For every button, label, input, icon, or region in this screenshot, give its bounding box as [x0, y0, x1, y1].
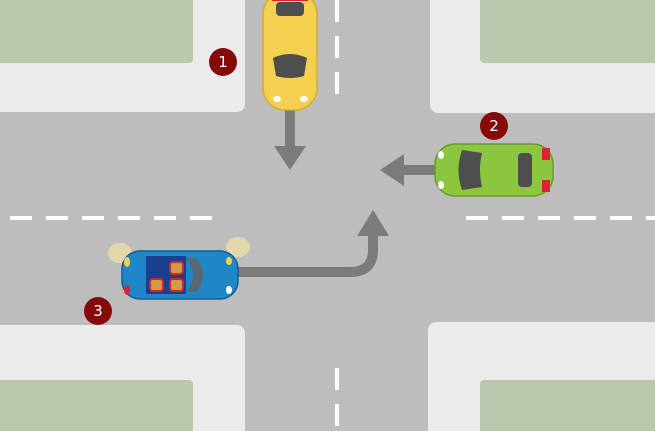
arrow-car-1	[274, 108, 306, 170]
corner-bottom-left	[0, 325, 245, 431]
corner-top-right	[430, 0, 655, 113]
badge-2: 2	[480, 112, 508, 140]
car-green	[434, 143, 554, 197]
badge-1: 1	[209, 48, 237, 76]
car-blue	[108, 237, 250, 300]
corner-bottom-right	[428, 322, 655, 431]
lane-markings	[10, 0, 655, 431]
arrow-car-3	[236, 210, 389, 277]
badge-1-label: 1	[218, 53, 228, 71]
corner-top-left	[0, 0, 245, 112]
arrow-car-2	[380, 154, 437, 186]
badge-3: 3	[84, 297, 112, 325]
badge-3-label: 3	[93, 302, 103, 320]
indicator-glow	[226, 237, 250, 257]
car-yellow	[262, 0, 318, 111]
badge-2-label: 2	[489, 117, 499, 135]
